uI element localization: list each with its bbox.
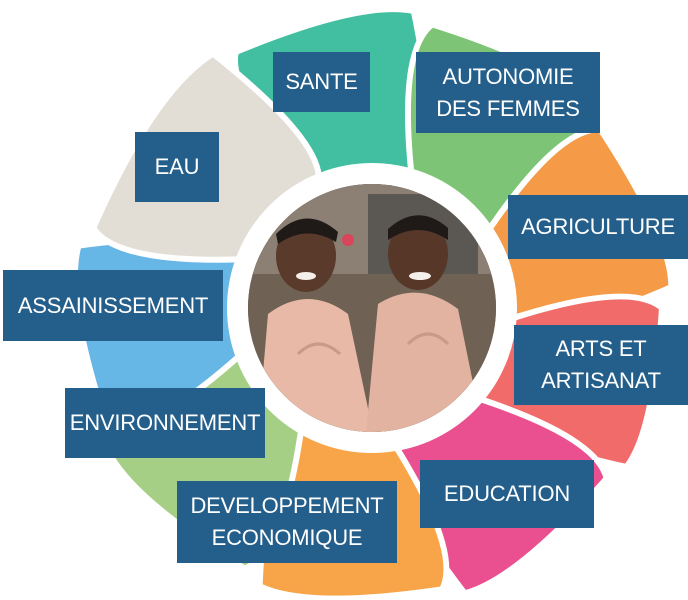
label-developpement-economique[interactable]: DEVELOPPEMENT ECONOMIQUE — [177, 481, 397, 563]
label-education[interactable]: EDUCATION — [420, 460, 594, 528]
label-environnement[interactable]: ENVIRONNEMENT — [65, 388, 265, 458]
label-arts-et-artisanat[interactable]: ARTS ET ARTISANAT — [514, 325, 688, 405]
center-photo — [248, 184, 496, 432]
label-eau[interactable]: EAU — [135, 132, 219, 202]
label-autonomie-des-femmes[interactable]: AUTONOMIE DES FEMMES — [416, 52, 600, 133]
children-photo-icon — [248, 184, 496, 432]
label-sante[interactable]: SANTE — [273, 52, 370, 112]
label-agriculture[interactable]: AGRICULTURE — [508, 195, 688, 259]
label-assainissement[interactable]: ASSAINISSEMENT — [3, 270, 223, 341]
